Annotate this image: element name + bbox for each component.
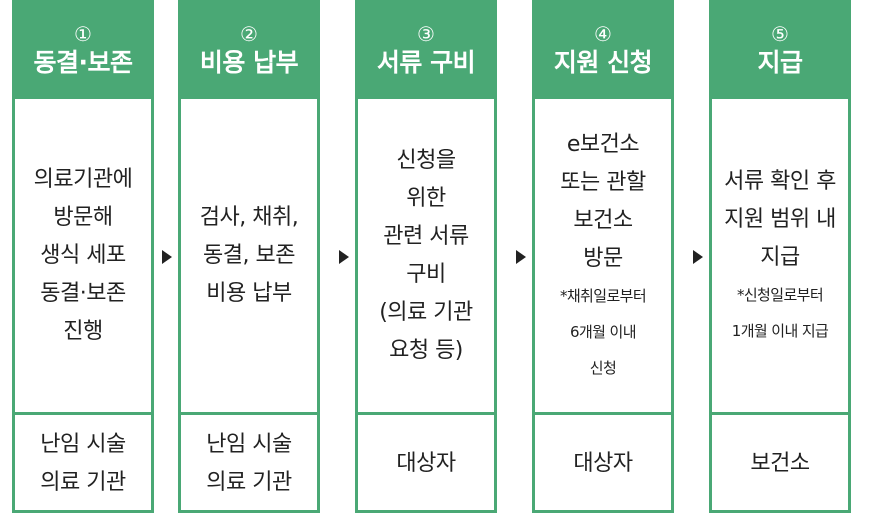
step-1-desc-line: 동결·보존 — [40, 280, 126, 306]
step-2-number: ② — [240, 22, 258, 46]
step-5-desc-line: 서류 확인 후 — [724, 168, 836, 194]
arrow-right-icon — [339, 250, 349, 264]
step-4-note-line: 6개월 이내 — [570, 322, 637, 341]
step-1-desc-line: 생식 세포 — [40, 242, 126, 268]
step-5-title: 지급 — [757, 48, 803, 77]
step-3-title: 서류 구비 — [376, 48, 476, 77]
step-5-description: 서류 확인 후 지원 범위 내 지급 *신청일로부터 1개월 이내 지급 — [712, 99, 848, 415]
step-3-description: 신청을 위한 관련 서류 구비 (의료 기관 요청 등) — [358, 99, 494, 415]
step-5-header: ⑤ 지급 — [712, 3, 848, 99]
step-3-desc-line: 요청 등) — [389, 337, 463, 363]
step-2-desc-line: 검사, 채취, — [199, 204, 299, 230]
step-4-header: ④ 지원 신청 — [535, 3, 671, 99]
step-3-party: 대상자 — [358, 415, 494, 513]
step-4-party-line: 대상자 — [573, 451, 633, 476]
step-4-desc-line: e보건소 — [566, 131, 640, 157]
step-2-desc-line: 비용 납부 — [206, 280, 292, 306]
step-3-party-line: 대상자 — [396, 451, 456, 476]
step-2-description: 검사, 채취, 동결, 보존 비용 납부 — [181, 99, 317, 415]
step-4-number: ④ — [594, 22, 612, 46]
step-5-card: ⑤ 지급 서류 확인 후 지원 범위 내 지급 *신청일로부터 1개월 이내 지… — [709, 0, 851, 513]
arrow-right-icon — [162, 250, 172, 264]
arrow-right-icon — [693, 250, 703, 264]
step-4-description: e보건소 또는 관할 보건소 방문 *채취일로부터 6개월 이내 신청 — [535, 99, 671, 415]
step-1-party-line: 난임 시술 — [40, 432, 126, 457]
step-2-desc-line: 동결, 보존 — [203, 242, 295, 268]
step-4-note-line: *채취일로부터 — [559, 286, 647, 305]
step-4-note-line: 신청 — [589, 358, 617, 377]
step-2-title: 비용 납부 — [199, 48, 299, 77]
step-1-party: 난임 시술 의료 기관 — [15, 415, 151, 513]
step-2-card: ② 비용 납부 검사, 채취, 동결, 보존 비용 납부 난임 시술 의료 기관 — [178, 0, 320, 513]
step-1-title: 동결·보존 — [33, 48, 134, 77]
step-4-title: 지원 신청 — [553, 48, 653, 77]
step-3-desc-line: 신청을 — [396, 147, 456, 173]
step-1-header: ① 동결·보존 — [15, 3, 151, 99]
step-2-party-line: 의료 기관 — [206, 470, 292, 495]
step-1-number: ① — [74, 22, 92, 46]
step-3-desc-line: 관련 서류 — [383, 223, 469, 249]
step-4-desc-line: 보건소 — [573, 207, 633, 233]
step-4-desc-line: 방문 — [583, 245, 623, 271]
step-1-description: 의료기관에 방문해 생식 세포 동결·보존 진행 — [15, 99, 151, 415]
step-4-desc-line: 또는 관할 — [560, 169, 646, 195]
step-3-header: ③ 서류 구비 — [358, 3, 494, 99]
step-5-party-line: 보건소 — [750, 451, 810, 476]
arrow-right-icon — [516, 250, 526, 264]
step-1-party-line: 의료 기관 — [40, 470, 126, 495]
step-1-desc-line: 방문해 — [53, 204, 113, 230]
step-5-note-line: 1개월 이내 지급 — [731, 321, 829, 340]
step-4-party: 대상자 — [535, 415, 671, 513]
step-3-desc-line: (의료 기관 — [379, 299, 473, 325]
step-5-desc-line: 지급 — [760, 244, 800, 270]
step-3-number: ③ — [417, 22, 435, 46]
step-5-party: 보건소 — [712, 415, 848, 513]
step-1-desc-line: 의료기관에 — [33, 166, 133, 192]
step-1-card: ① 동결·보존 의료기관에 방문해 생식 세포 동결·보존 진행 난임 시술 의… — [12, 0, 154, 513]
step-2-party-line: 난임 시술 — [206, 432, 292, 457]
step-3-desc-line: 구비 — [406, 261, 446, 287]
step-3-card: ③ 서류 구비 신청을 위한 관련 서류 구비 (의료 기관 요청 등) 대상자 — [355, 0, 497, 513]
step-4-card: ④ 지원 신청 e보건소 또는 관할 보건소 방문 *채취일로부터 6개월 이내… — [532, 0, 674, 513]
step-1-desc-line: 진행 — [63, 318, 103, 344]
step-5-desc-line: 지원 범위 내 — [724, 206, 836, 232]
step-2-party: 난임 시술 의료 기관 — [181, 415, 317, 513]
step-3-desc-line: 위한 — [406, 185, 446, 211]
step-5-number: ⑤ — [771, 22, 789, 46]
step-2-header: ② 비용 납부 — [181, 3, 317, 99]
step-5-note-line: *신청일로부터 — [736, 285, 824, 304]
